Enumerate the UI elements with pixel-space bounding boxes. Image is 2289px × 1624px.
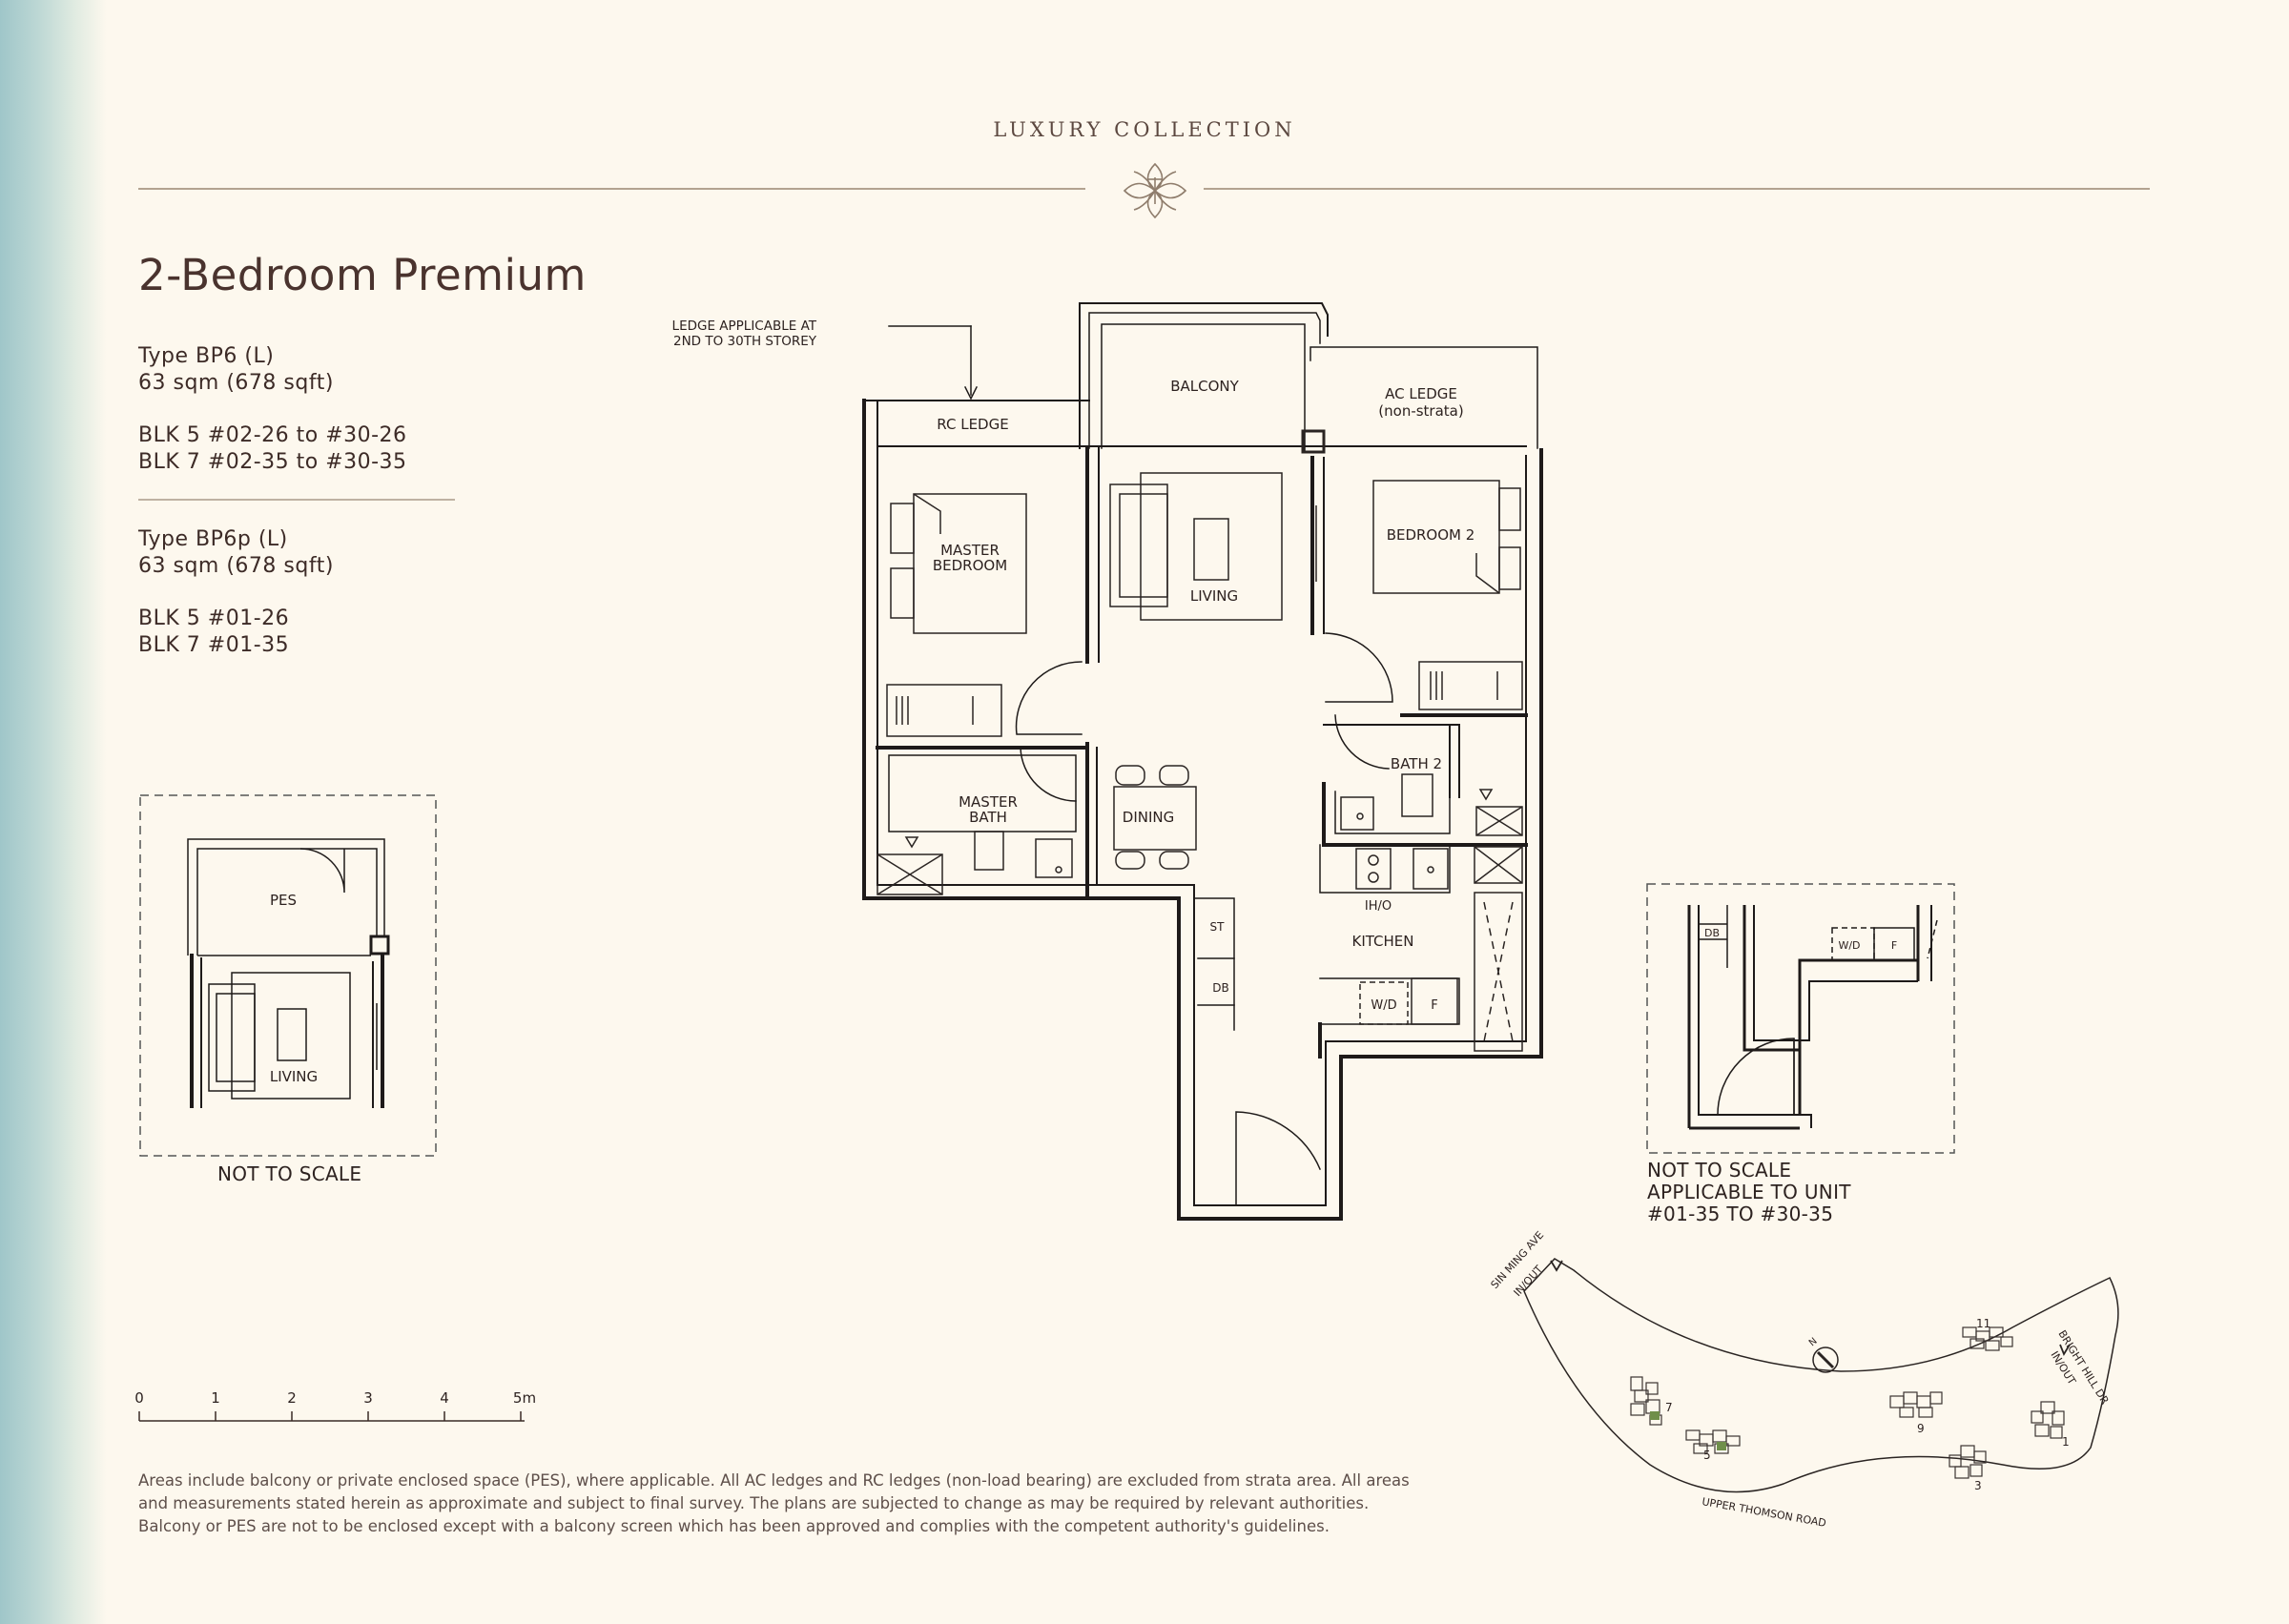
disclaimer: Areas include balcony or private enclose… (138, 1470, 1626, 1538)
bedroom-2-label: BEDROOM 2 (1387, 526, 1475, 544)
master-bedroom-label-2: BEDROOM (933, 557, 1007, 574)
block-7-label: 7 (1665, 1401, 1673, 1414)
db-label: DB (1212, 981, 1228, 995)
scale-tick-4: 4 (440, 1389, 449, 1407)
block-3-label: 3 (1974, 1479, 1982, 1492)
block-1-icon (2031, 1401, 2065, 1439)
living-label: LIVING (1190, 587, 1238, 605)
unit-inset-note-1: NOT TO SCALE (1647, 1159, 1792, 1182)
unit-marker-blk5 (1717, 1442, 1726, 1450)
master-bath-label-1: MASTER (959, 793, 1018, 811)
store-label: ST (1210, 920, 1226, 934)
type-a-info: Type BP6 (L) 63 sqm (678 sqft) BLK 5 #02… (138, 343, 407, 476)
rc-note-line-1: RC LEDGE APPLICABLE AT (668, 319, 817, 334)
type-b-info: Type BP6p (L) 63 sqm (678 sqft) BLK 5 #0… (138, 526, 334, 659)
type-b-blk-2: BLK 7 #01-35 (138, 633, 290, 657)
inset-washer-label: W/D (1838, 939, 1860, 952)
pes-living-label: LIVING (270, 1068, 318, 1085)
type-b-area: 63 sqm (678 sqft) (138, 554, 334, 578)
ac-ledge-label-1: AC LEDGE (1385, 385, 1457, 402)
tree-emblem-icon (1123, 162, 1187, 219)
washer-label: W/D (1371, 998, 1396, 1013)
pes-inset: PES LIVING (139, 794, 437, 1157)
sin-ming-ave-label: SIN MING AVE (1489, 1229, 1547, 1291)
fridge-label: F (1431, 998, 1437, 1013)
scale-tick-0: 0 (134, 1389, 144, 1407)
scale-tick-2: 2 (287, 1389, 297, 1407)
info-divider (138, 499, 455, 501)
north-arrow-icon: N (1807, 1336, 1839, 1373)
floor-plan: RC LEDGE APPLICABLE AT 2ND TO 30TH STORE… (668, 302, 1543, 1221)
pes-label: PES (270, 892, 297, 909)
rc-note-line-2: 2ND TO 30TH STOREY (673, 334, 817, 349)
disclaimer-line-3: Balcony or PES are not to be enclosed ex… (138, 1517, 1330, 1535)
upper-thomson-label: UPPER THOMSON ROAD (1701, 1495, 1826, 1530)
scale-tick-1: 1 (211, 1389, 220, 1407)
balcony-label: BALCONY (1170, 378, 1239, 395)
block-9-label: 9 (1917, 1422, 1925, 1435)
block-7-icon (1630, 1376, 1662, 1426)
dining-label: DINING (1123, 809, 1174, 826)
site-boundary (1523, 1258, 2119, 1493)
unit-title: 2-Bedroom Premium (138, 250, 587, 300)
header-rule-left (138, 188, 1085, 190)
page-edge-gradient (0, 0, 107, 1624)
disclaimer-line-2: and measurements stated herein as approx… (138, 1494, 1370, 1512)
master-bedroom-label-1: MASTER (940, 542, 1000, 559)
pes-note-text: NOT TO SCALE (217, 1162, 362, 1185)
scale-bar: 0 1 2 3 4 5m (134, 1389, 536, 1422)
bath-2-label: BATH 2 (1391, 755, 1442, 772)
block-3-icon (1949, 1445, 1987, 1479)
block-1-label: 1 (2062, 1435, 2070, 1449)
block-9-icon (1889, 1391, 1943, 1418)
ac-ledge-label-2: (non-strata) (1378, 402, 1463, 420)
inset-db-label: DB (1704, 927, 1720, 939)
brand-label: LUXURY COLLECTION (993, 118, 1296, 141)
north-label: N (1807, 1336, 1820, 1348)
master-bath-label-2: BATH (969, 809, 1007, 826)
pes-not-to-scale: NOT TO SCALE (217, 1163, 361, 1185)
site-plan: 11 7 5 9 1 3 SIN MING AVE IN/OUT BRIGHT … (1489, 1229, 2119, 1530)
scale-tick-5: 5m (513, 1389, 536, 1407)
sin-ming-arrow-icon (1550, 1260, 1563, 1272)
scale-tick-3: 3 (363, 1389, 373, 1407)
block-11-label: 11 (1976, 1317, 1990, 1330)
type-b-name: Type BP6p (L) (138, 527, 288, 551)
kitchen-label: KITCHEN (1352, 933, 1414, 950)
unit-inset-note-2: APPLICABLE TO UNIT (1647, 1181, 1851, 1203)
block-11-icon (1962, 1326, 2013, 1351)
inset-fridge-label: F (1891, 939, 1897, 952)
unit-marker-blk7 (1650, 1411, 1660, 1420)
rc-ledge-label: RC LEDGE (937, 416, 1008, 433)
bright-hill-arrow-icon (2059, 1344, 2071, 1357)
unit-inset-note: NOT TO SCALE APPLICABLE TO UNIT #01-35 T… (1647, 1160, 1851, 1225)
header-rule-right (1204, 188, 2150, 190)
block-5-label: 5 (1703, 1449, 1711, 1462)
unit-inset-note-3: #01-35 TO #30-35 (1647, 1203, 1834, 1225)
disclaimer-line-1: Areas include balcony or private enclose… (138, 1471, 1410, 1490)
type-a-area: 63 sqm (678 sqft) (138, 371, 334, 395)
type-a-blk-1: BLK 5 #02-26 to #30-26 (138, 423, 407, 447)
block-5-icon (1685, 1429, 1741, 1454)
unit-inset: DB W/D F (1646, 883, 1955, 1154)
type-b-blk-1: BLK 5 #01-26 (138, 606, 290, 630)
type-a-blk-2: BLK 7 #02-35 to #30-35 (138, 450, 407, 474)
type-a-name: Type BP6 (L) (138, 344, 275, 368)
iho-label: IH/O (1365, 899, 1392, 914)
